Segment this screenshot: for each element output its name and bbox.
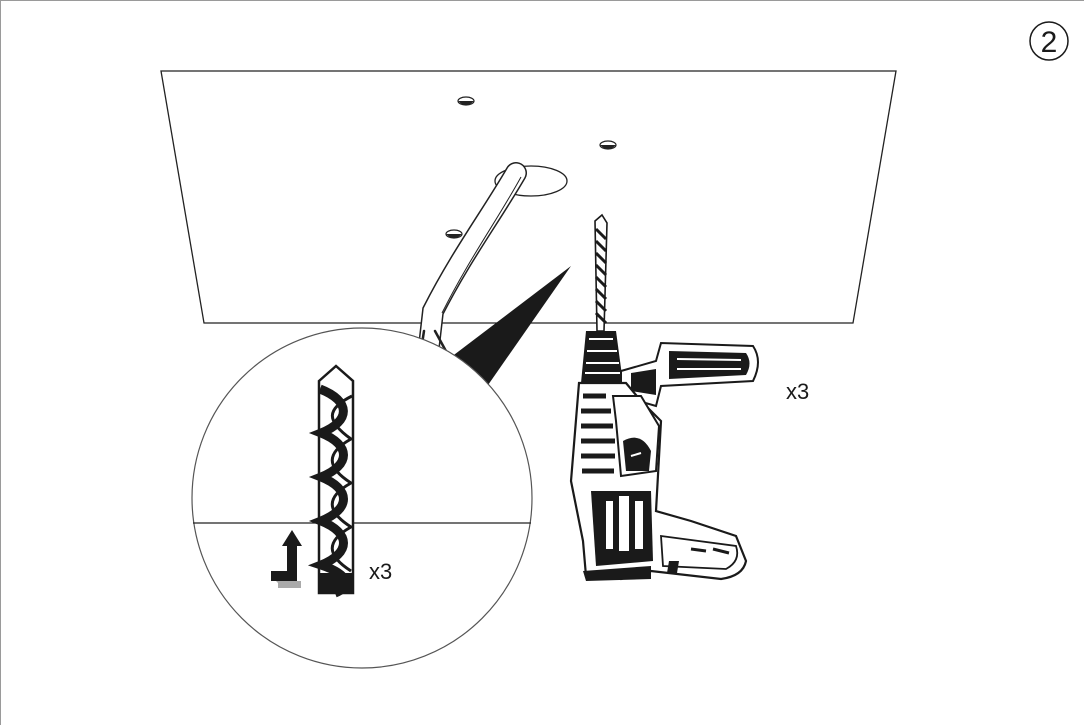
magnifier-circle-icon bbox=[191, 327, 533, 669]
drill-quantity-label: x3 bbox=[786, 379, 809, 404]
upward-arrow-icon bbox=[271, 530, 302, 588]
screw-hole-icon bbox=[599, 140, 617, 150]
screw-hole-icon bbox=[445, 229, 463, 239]
bit-quantity-label: x3 bbox=[369, 559, 392, 584]
step-circle-icon bbox=[1029, 21, 1069, 61]
masonry-drill-bit-icon bbox=[307, 364, 355, 598]
hammer-drill-icon bbox=[569, 213, 759, 581]
step-number: 2 bbox=[1041, 26, 1058, 59]
drill-bit-icon bbox=[594, 213, 608, 332]
electrical-cable-icon bbox=[418, 162, 527, 359]
ceiling-panel-icon bbox=[160, 70, 897, 324]
step-badge: 2 bbox=[1029, 21, 1069, 61]
screw-hole-icon bbox=[457, 96, 475, 106]
detail-magnifier: x3 bbox=[191, 327, 533, 669]
